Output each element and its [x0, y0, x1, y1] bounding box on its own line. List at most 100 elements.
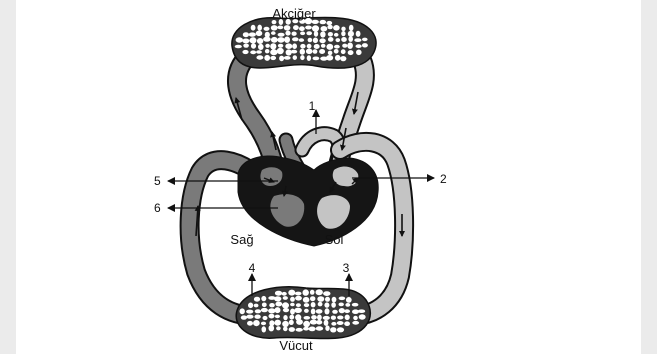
capillary-cell: [344, 321, 350, 326]
capillary-cell: [316, 326, 324, 330]
capillary-cell: [327, 25, 332, 30]
capillary-cell: [300, 55, 304, 60]
capillary-cell: [342, 44, 347, 48]
capillary-cell: [341, 37, 347, 42]
capillary-cell: [270, 49, 277, 55]
capillary-cell: [362, 43, 368, 47]
capillary-cell: [324, 320, 329, 326]
capillary-cell: [284, 25, 291, 30]
capillary-cell: [263, 316, 268, 320]
capillary-cell: [274, 296, 281, 301]
capillary-cell: [314, 31, 318, 37]
capillary-cell: [291, 50, 297, 54]
capillary-cell: [271, 31, 276, 35]
capillary-cell: [352, 303, 359, 307]
marker-1: 1: [309, 99, 316, 113]
capillary-cell: [299, 38, 304, 42]
capillary-cell: [316, 320, 322, 325]
capillary-cell: [334, 45, 340, 49]
capillary-cell: [345, 303, 350, 307]
capillary-cell: [296, 319, 303, 325]
capillary-cell: [321, 44, 326, 48]
capillary-cell: [270, 43, 276, 49]
capillary-cell: [270, 56, 276, 60]
capillary-cell: [292, 43, 297, 49]
capillary-cell: [292, 37, 299, 41]
capillary-cell: [263, 37, 271, 42]
capillary-cell: [265, 49, 270, 53]
capillary-cell: [320, 20, 327, 24]
capillary-cell: [247, 321, 253, 326]
capillary-cell: [271, 25, 278, 30]
capillary-cell: [276, 326, 281, 330]
capillary-cell: [348, 31, 354, 37]
capillary-cell: [248, 303, 253, 309]
capillary-cell: [282, 321, 289, 327]
capillary-cell: [275, 315, 280, 319]
capillary-cell: [345, 315, 350, 321]
capillary-cell: [330, 327, 336, 332]
capillary-cell: [318, 302, 323, 307]
capillary-cell: [264, 55, 270, 61]
capillary-cell: [246, 310, 253, 314]
capillary-cell: [359, 314, 366, 319]
capillary-cell: [339, 308, 345, 313]
capillary-cell: [341, 27, 345, 32]
capillary-cell: [296, 303, 301, 307]
capillary-cell: [309, 327, 316, 332]
capillary-cell: [325, 308, 330, 314]
marker-6: 6: [154, 201, 161, 215]
capillary-cell: [334, 49, 339, 54]
capillary-cell: [278, 44, 283, 48]
capillary-cell: [277, 37, 284, 43]
capillary-cell: [312, 25, 319, 31]
capillary-cell: [331, 316, 336, 320]
capillary-cell: [349, 25, 354, 31]
capillary-cell: [292, 32, 297, 36]
capillary-cell: [278, 33, 285, 37]
capillary-cell: [311, 309, 316, 315]
capillary-cell: [311, 315, 317, 319]
capillary-cell: [265, 44, 270, 48]
capillary-cell: [249, 32, 256, 36]
capillary-cell: [332, 310, 338, 314]
capillary-cell: [328, 37, 334, 42]
marker-2: 2: [440, 172, 447, 186]
capillary-cell: [323, 291, 330, 296]
capillary-cell: [264, 27, 270, 31]
capillary-cell: [289, 315, 294, 320]
capillary-cell: [324, 302, 329, 307]
capillary-cell: [295, 292, 302, 296]
capillary-cell: [240, 308, 245, 314]
capillary-cell: [262, 326, 267, 332]
capillary-cell: [285, 31, 290, 36]
capillary-cell: [262, 303, 267, 308]
capillary-cell: [300, 32, 305, 36]
capillary-cell: [254, 297, 260, 302]
capillary-cell: [289, 327, 295, 332]
capillary-cell: [325, 297, 330, 302]
capillary-cell: [288, 290, 295, 296]
capillary-cell: [261, 322, 266, 326]
capillary-cell: [275, 307, 281, 313]
capillary-cell: [254, 315, 260, 319]
capillary-cell: [293, 25, 299, 30]
capillary-cell: [326, 44, 333, 50]
capillary-cell: [321, 26, 328, 31]
capillary-cell: [299, 26, 305, 31]
capillary-cell: [250, 37, 257, 43]
capillary-cell: [328, 51, 333, 56]
capillary-cell: [283, 308, 289, 312]
capillary-cell: [310, 290, 315, 295]
capillary-cell: [303, 327, 309, 331]
capillary-cell: [310, 296, 315, 301]
capillary-cell: [344, 309, 350, 313]
capillary-cell: [286, 49, 292, 55]
capillary-cell: [243, 32, 249, 37]
capillary-cell: [325, 325, 329, 331]
capillary-cell: [269, 314, 275, 319]
capillary-cell: [256, 50, 262, 54]
capillary-cell: [341, 49, 346, 54]
capillary-cell: [279, 56, 284, 62]
capillary-cell: [290, 309, 295, 315]
